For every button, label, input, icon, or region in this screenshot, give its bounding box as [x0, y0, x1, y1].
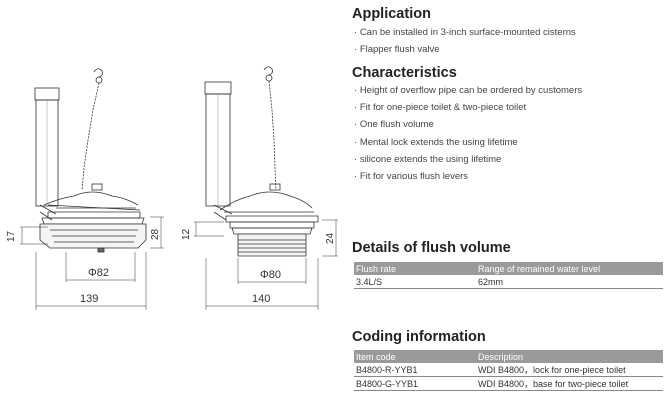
valve-drawing-right [194, 66, 338, 310]
characteristics-item: Height of overflow pipe can be ordered b… [354, 82, 582, 99]
table-cell: WDI B4800，base for two-piece toilet [476, 376, 663, 391]
dim-left-diameter: Φ82 [88, 267, 109, 279]
table-cell: B4800-G-YYB1 [354, 376, 476, 391]
dim-right-height: 12 [181, 228, 192, 240]
characteristics-item: Fit for one-piece toilet & two-piece toi… [354, 99, 582, 116]
coding-table: Item code Description B4800-R-YYB1 WDI B… [354, 350, 663, 391]
table-row: 3.4L/S 62mm [354, 275, 663, 289]
characteristics-item: One flush volume [354, 116, 582, 133]
application-item: Flapper flush valve [354, 41, 576, 58]
application-list: Can be installed in 3-inch surface-mount… [354, 24, 576, 58]
valve-drawing-left [20, 68, 164, 310]
application-heading: Application [352, 6, 431, 22]
characteristics-item: Fit for various flush levers [354, 168, 582, 185]
coding-heading: Coding information [352, 329, 486, 345]
table-cell: 62mm [476, 275, 663, 289]
table-header: Item code [354, 350, 476, 363]
application-item: Can be installed in 3-inch surface-mount… [354, 24, 576, 41]
table-cell: B4800-R-YYB1 [354, 363, 476, 377]
dim-left-width: 139 [80, 293, 98, 305]
dim-left-height: 17 [6, 230, 17, 242]
characteristics-item: Mental lock extends the using lifetime [354, 134, 582, 151]
technical-drawings: 17 28 Φ82 139 12 24 [6, 66, 338, 310]
dim-right-width: 140 [252, 293, 270, 305]
flush-volume-heading: Details of flush volume [352, 240, 511, 256]
characteristics-heading: Characteristics [352, 65, 457, 81]
dim-right-base: 24 [325, 232, 336, 244]
characteristics-item: silicone extends the using lifetime [354, 151, 582, 168]
table-header: Flush rate [354, 262, 476, 275]
characteristics-list: Height of overflow pipe can be ordered b… [354, 82, 582, 185]
table-cell: 3.4L/S [354, 275, 476, 289]
table-header: Description [476, 350, 663, 363]
flush-volume-table: Flush rate Range of remained water level… [354, 262, 663, 289]
table-row: B4800-G-YYB1 WDI B4800，base for two-piec… [354, 376, 663, 391]
table-cell: WDI B4800，lock for one-piece toilet [476, 363, 663, 377]
dim-left-base: 28 [150, 228, 161, 240]
dim-right-diameter: Φ80 [260, 269, 281, 281]
table-header: Range of remained water level [476, 262, 663, 275]
table-row: B4800-R-YYB1 WDI B4800，lock for one-piec… [354, 363, 663, 377]
